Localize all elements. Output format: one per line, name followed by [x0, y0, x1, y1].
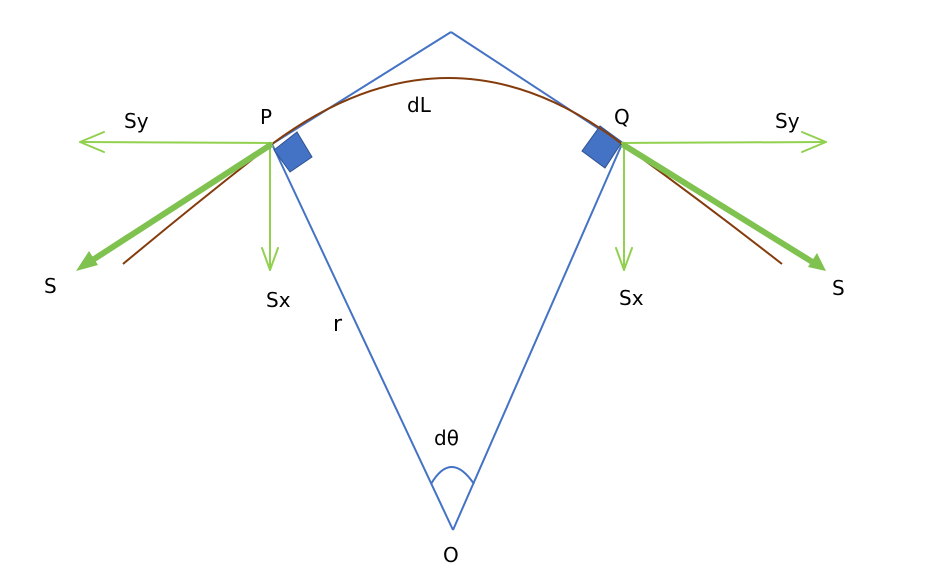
- tangent-line-p-apex: [271, 31, 452, 145]
- angle-arc-dtheta: [430, 466, 475, 485]
- sy-left-arrowhead: [79, 131, 105, 153]
- arc-curve-dl: [122, 77, 783, 265]
- label-s-left: S: [44, 274, 57, 298]
- label-q: Q: [614, 105, 630, 129]
- label-sx-left: Sx: [266, 288, 291, 312]
- geometry-outline: [271, 31, 623, 531]
- labels: P Q dL Sy Sy Sx Sx S S r dθ O: [44, 93, 845, 567]
- radius-line-oq: [452, 143, 623, 531]
- sy-left-arrow: [79, 141, 273, 144]
- component-arrows: [79, 131, 827, 271]
- tension-arrows: [76, 141, 826, 271]
- label-dl: dL: [407, 93, 432, 117]
- sx-right-arrowhead: [615, 247, 633, 271]
- label-dtheta: dθ: [434, 426, 459, 450]
- radius-line-op: [271, 143, 454, 531]
- label-r: r: [333, 312, 343, 337]
- tangent-line-q-apex: [450, 31, 623, 145]
- sy-right-arrow: [621, 141, 827, 144]
- sx-left-arrowhead: [261, 247, 279, 271]
- label-sy-right: Sy: [775, 109, 800, 133]
- label-sy-left: Sy: [124, 109, 149, 133]
- label-s-right: S: [832, 276, 845, 300]
- sy-right-arrowhead: [801, 131, 827, 153]
- s-left-arrowhead: [76, 251, 98, 271]
- label-p: P: [260, 105, 272, 129]
- right-angle-marker-q: [581, 125, 623, 169]
- s-left-arrow: [86, 141, 274, 266]
- label-sx-right: Sx: [619, 286, 644, 310]
- s-right-arrow: [620, 141, 816, 266]
- label-o: O: [443, 543, 459, 567]
- s-right-arrowhead: [808, 253, 826, 271]
- right-angle-marker-p: [273, 131, 313, 173]
